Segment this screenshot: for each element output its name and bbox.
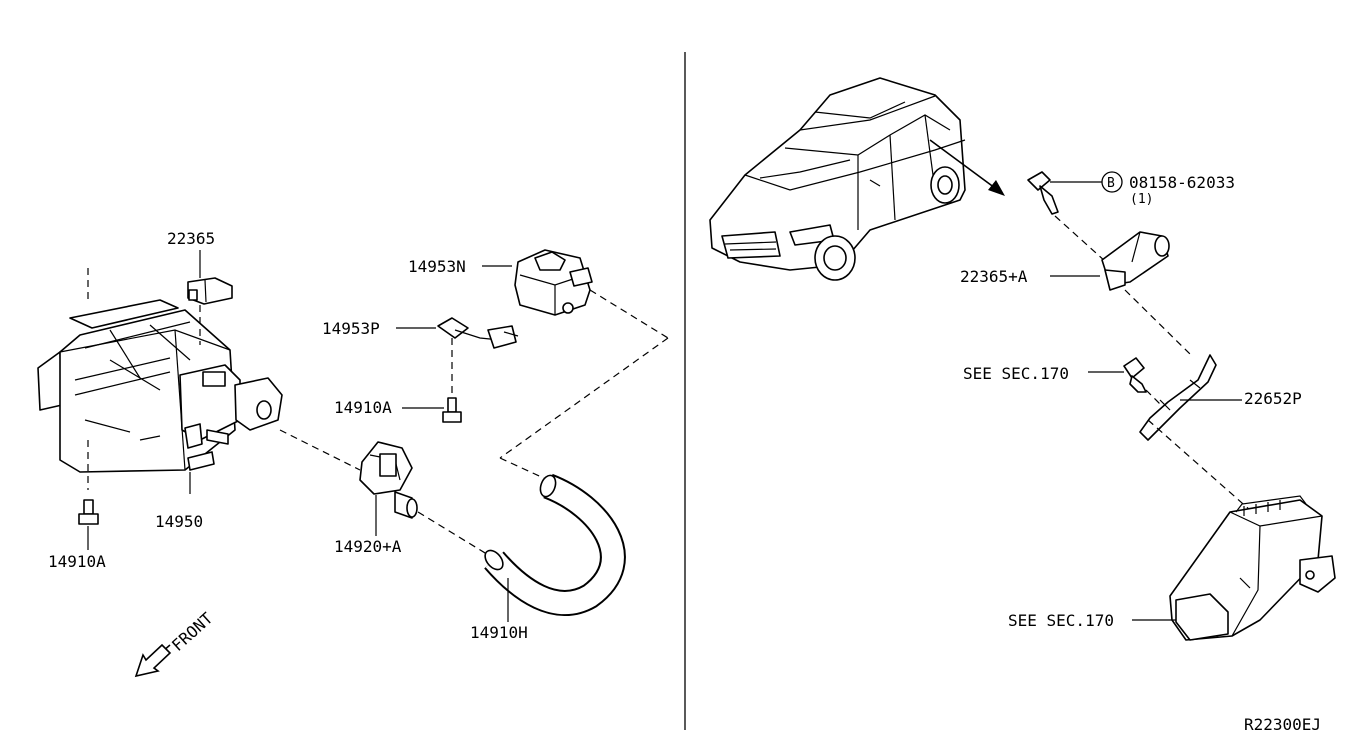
bolt-08158-62033: B [1027, 171, 1123, 263]
label-22365a: 22365+A [960, 267, 1028, 286]
label-see-sec-170-bottom: SEE SEC.170 [1008, 611, 1114, 630]
label-22652p: 22652P [1244, 389, 1302, 408]
canister-14950 [37, 268, 283, 494]
vehicle-illustration [709, 77, 1005, 281]
diagram-code: R22300EJ [1244, 715, 1321, 734]
bracket-22652p [1139, 354, 1251, 511]
hose-14910h [484, 473, 626, 622]
label-14910a-left: 14910A [48, 552, 106, 571]
front-arrow: FRONT [134, 608, 217, 678]
label-14910h: 14910H [470, 623, 528, 642]
sensor-22365 [187, 250, 233, 345]
label-14953p: 14953P [322, 319, 380, 338]
label-14953n: 14953N [408, 257, 466, 276]
bracket-14953p [396, 317, 519, 396]
label-22365: 22365 [167, 229, 215, 248]
valve-14953n [482, 249, 669, 481]
bolt-14910a-left [78, 499, 99, 550]
label-14920a: 14920+A [334, 537, 402, 556]
label-bolt-qty: (1) [1130, 192, 1153, 207]
ecu-module [1132, 495, 1336, 641]
label-see-sec-170-top: SEE SEC.170 [963, 364, 1069, 383]
bolt-14910a-mid [402, 397, 462, 423]
connector-14920a [279, 429, 491, 557]
bolt-b-symbol: B [1107, 176, 1115, 191]
label-14950: 14950 [155, 512, 203, 531]
front-label: FRONT [168, 608, 217, 655]
label-08158-62033: 08158-62033 [1129, 173, 1235, 192]
sensor-22365a [1050, 231, 1193, 357]
screw-sec170 [1088, 357, 1163, 407]
label-14910a-mid: 14910A [334, 398, 392, 417]
